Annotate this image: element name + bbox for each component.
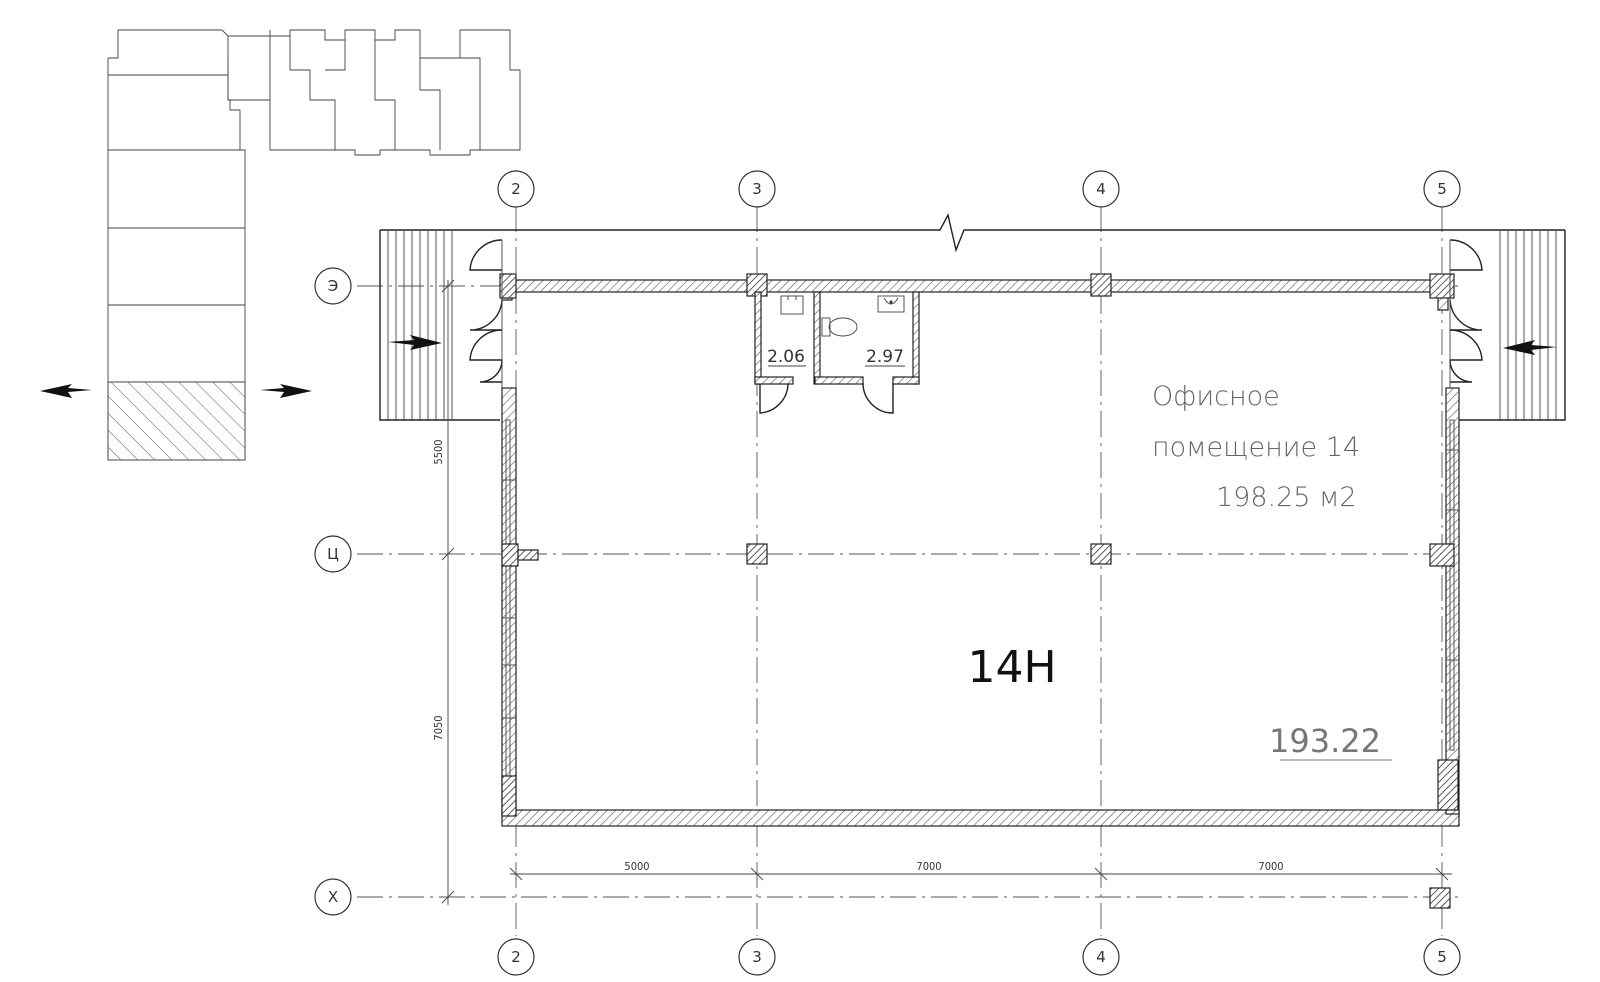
svg-text:Э: Э <box>328 277 338 295</box>
svg-text:4: 4 <box>1096 180 1106 198</box>
axis-bubble-E: Э <box>314 267 352 305</box>
entrance-arrow-icon <box>260 384 312 398</box>
svg-text:3: 3 <box>752 180 762 198</box>
axis-bubble-5-top: 5 <box>1423 170 1461 208</box>
room-area: 198.25 м2 <box>1216 482 1357 513</box>
axis-bubble-4-top: 4 <box>1082 170 1120 208</box>
room-name-line1: Офисное <box>1152 381 1280 412</box>
main-area: 193.22 <box>1269 722 1381 760</box>
building-outline <box>379 213 1566 909</box>
entrance-arrow-icon <box>388 335 442 350</box>
svg-text:5: 5 <box>1437 180 1447 198</box>
svg-text:4: 4 <box>1096 948 1106 966</box>
svg-text:Ц: Ц <box>327 545 339 563</box>
dimension-E-Ts: 5500 <box>432 439 445 464</box>
dimension-4-5: 7000 <box>1258 860 1283 873</box>
entrance-arrow-icon <box>1503 340 1557 355</box>
axis-bubble-2-bottom: 2 <box>497 938 535 976</box>
axis-bubble-3-top: 3 <box>738 170 776 208</box>
svg-text:5: 5 <box>1437 948 1447 966</box>
axis-bubble-Kh: Х <box>314 878 352 916</box>
axis-bubble-3-bottom: 3 <box>738 938 776 976</box>
dimension-lines <box>441 279 1452 905</box>
bathroom-block: 2.06 2.97 <box>754 291 920 385</box>
axis-bubble-4-bottom: 4 <box>1082 938 1120 976</box>
svg-text:2: 2 <box>511 180 521 198</box>
unit-label: 14Н <box>967 642 1056 693</box>
svg-text:2: 2 <box>511 948 521 966</box>
door-swing-icon <box>469 239 1483 414</box>
key-plan-highlight <box>107 381 246 461</box>
room-name-line2: помещение 14 <box>1152 432 1360 463</box>
bathroom-area-2: 2.97 <box>866 347 904 367</box>
sink-icon <box>780 295 804 315</box>
key-plan <box>40 29 521 461</box>
axis-bubble-2-top: 2 <box>497 170 535 208</box>
sink-icon <box>877 295 905 313</box>
axis-bubble-5-bottom: 5 <box>1423 938 1461 976</box>
dimension-Ts-Kh: 7050 <box>432 715 445 740</box>
svg-text:Х: Х <box>328 888 338 906</box>
entrance-arrow-icon <box>40 384 92 398</box>
toilet-icon <box>821 317 858 337</box>
axis-bubble-Ts: Ц <box>314 535 352 573</box>
bathroom-area-1: 2.06 <box>767 347 805 367</box>
dimension-3-4: 7000 <box>916 860 941 873</box>
dimension-2-3: 5000 <box>624 860 649 873</box>
svg-text:3: 3 <box>752 948 762 966</box>
